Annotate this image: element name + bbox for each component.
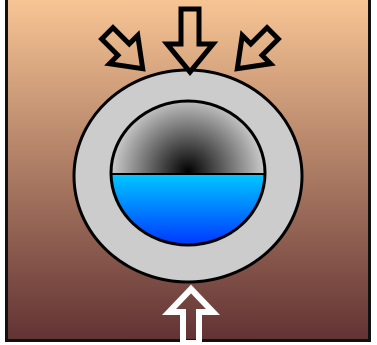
pressure-diagram bbox=[0, 0, 377, 345]
diagram-canvas bbox=[0, 0, 377, 345]
